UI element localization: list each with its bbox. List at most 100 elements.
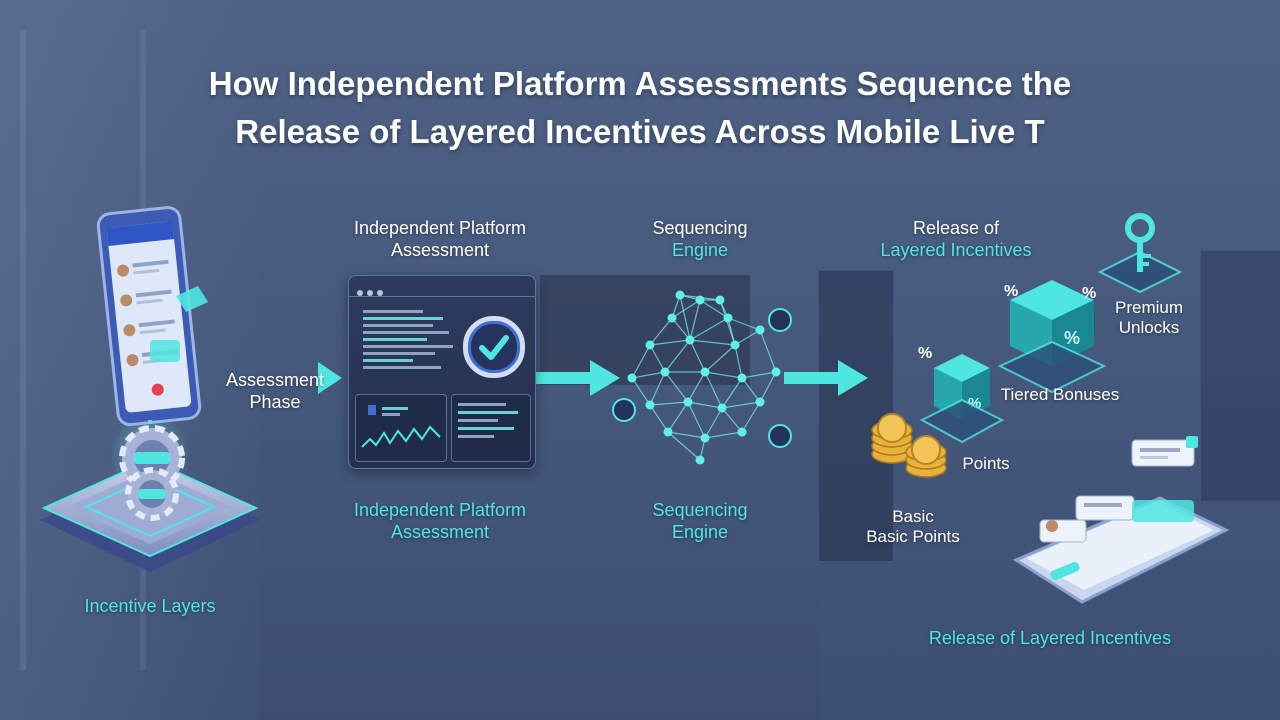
network-edge <box>699 299 729 319</box>
network-edge <box>667 431 706 439</box>
network-edge <box>727 317 761 331</box>
notification-card <box>1039 519 1087 543</box>
release-title-line-1: Release of <box>912 218 1000 238</box>
network-node <box>627 373 637 383</box>
network-badge <box>612 398 636 422</box>
network-edge <box>704 344 736 373</box>
basic-label-line-1: Basic <box>892 507 934 526</box>
network-node <box>695 455 705 465</box>
percent-icon: % <box>918 345 932 362</box>
network-node <box>683 397 693 407</box>
network-icon <box>612 290 792 465</box>
network-edge <box>689 339 706 373</box>
network-edge <box>649 339 691 346</box>
coin-stack <box>871 413 947 478</box>
coin-face-icon <box>877 413 907 443</box>
background-screen <box>540 275 750 385</box>
network-badge <box>768 308 792 332</box>
network-edge <box>759 329 777 373</box>
network-edge <box>649 344 666 373</box>
background-server-rack <box>1200 250 1280 502</box>
network-node <box>723 313 733 323</box>
network-node <box>771 367 781 377</box>
network-edge <box>721 377 743 409</box>
background-window-frame <box>20 30 26 670</box>
release-caption: Release of Layered Incentives <box>928 628 1172 648</box>
release-title-line-2: Layered Incentives <box>880 240 1032 260</box>
network-edge <box>704 371 723 409</box>
network-node <box>685 335 695 345</box>
arrow-right-icon <box>536 360 620 396</box>
independent-platform-assessment-title-line-1: Independent Platform <box>353 218 527 238</box>
independent-platform-assessment-caption-line-2: Assessment <box>390 522 490 542</box>
sequencing-engine-caption-line-2: Engine <box>671 522 729 542</box>
network-edge <box>671 299 701 319</box>
tiered-bonuses-label: Tiered Bonuses <box>1000 385 1120 404</box>
network-edge <box>649 371 666 406</box>
window-dots <box>357 283 383 301</box>
percent-icon: % <box>1082 285 1096 302</box>
diagram-title-line-1: How Independent Platform Assessments Seq… <box>208 65 1072 102</box>
assessment-phase-label-line-1: Assessment <box>225 370 325 390</box>
arrow-right-icon <box>318 362 342 394</box>
network-edge <box>667 401 689 433</box>
mini-chart-card <box>355 394 447 462</box>
arrow-right-icon <box>784 360 868 396</box>
network-edge <box>734 329 761 346</box>
gift-box-icon: % <box>997 280 1107 394</box>
check-icon <box>463 316 525 378</box>
network-node <box>730 340 740 350</box>
gift-box-icon: % <box>919 354 1005 444</box>
network-edge <box>704 431 743 439</box>
diagram-title-line-2: Release of Layered Incentives Across Mob… <box>235 113 1045 150</box>
network-node <box>755 397 765 407</box>
svg-text:%: % <box>1064 328 1080 348</box>
network-edge <box>741 377 761 403</box>
assessment-dashboard <box>348 275 536 469</box>
coin-face-icon <box>911 435 941 465</box>
network-edge <box>741 371 777 379</box>
points-label: Points <box>962 454 1010 473</box>
network-edge <box>679 294 691 341</box>
network-node <box>645 340 655 350</box>
notification-card <box>1131 436 1198 467</box>
basic-points-label: Basic Points <box>866 527 960 546</box>
network-node <box>700 433 710 443</box>
premium-unlocks-label-line-1: Premium <box>1114 298 1183 317</box>
network-edge <box>649 317 673 346</box>
network-edge <box>664 339 691 373</box>
network-edge <box>649 401 689 406</box>
network-edge <box>689 299 701 341</box>
network-edge <box>741 401 761 433</box>
network-edge <box>689 317 729 341</box>
network-edge <box>704 407 723 439</box>
network-edge <box>631 377 651 406</box>
independent-platform-assessment-title-line-2: Assessment <box>390 240 490 260</box>
network-edge <box>631 344 651 379</box>
network-node <box>755 325 765 335</box>
network-edge <box>721 401 761 409</box>
network-node <box>737 373 747 383</box>
network-edge <box>687 401 723 409</box>
network-edge <box>734 344 743 379</box>
phone-icon <box>96 206 202 427</box>
network-node <box>675 290 685 300</box>
network-edge <box>664 371 689 403</box>
assessment-phase-label-line-2: Phase <box>249 392 301 412</box>
network-edge <box>687 371 706 403</box>
network-edge <box>689 339 736 346</box>
network-edge <box>704 371 743 379</box>
code-lines <box>363 306 463 373</box>
sequencing-engine-caption-line-1: Sequencing <box>652 500 748 520</box>
network-node <box>715 295 725 305</box>
network-edge <box>671 317 691 341</box>
premium-unlocks-label-line-2: Unlocks <box>1118 318 1180 337</box>
background-desk <box>260 560 820 720</box>
stats-card <box>451 394 531 462</box>
network-node <box>717 403 727 413</box>
network-edge <box>759 371 777 403</box>
notification-card <box>1075 495 1194 522</box>
chat-bubble-icon <box>150 286 208 362</box>
network-node <box>695 295 705 305</box>
